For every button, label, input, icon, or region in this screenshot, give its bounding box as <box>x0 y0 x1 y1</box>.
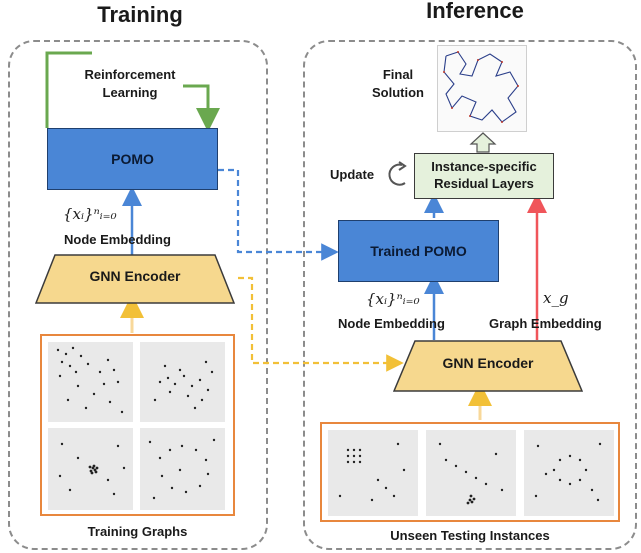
testing-instances-strip <box>320 422 620 522</box>
graph-scatter <box>56 346 124 414</box>
graph-scatter <box>58 442 126 496</box>
trained-pomo-label: Trained POMO <box>370 243 467 259</box>
rl-loop-arrow-head <box>183 84 220 132</box>
instance-scatter <box>534 442 602 502</box>
graph-embedding-math: x_g <box>543 289 569 307</box>
inf-node-embedding-math: {xᵢ}ⁿᵢ₌₀ <box>366 290 420 308</box>
graph-tile <box>140 428 225 510</box>
encoder-transfer-dashed <box>238 276 404 372</box>
instance-tile <box>426 430 516 516</box>
graph-scatter <box>153 360 214 410</box>
inf-encoder-label: GNN Encoder <box>442 355 534 371</box>
trained-pomo-box: Trained POMO <box>338 220 499 282</box>
graph-scatter <box>148 438 216 500</box>
update-cycle-icon <box>388 163 406 186</box>
instance-tile <box>328 430 418 516</box>
final-solution-label: Final Solution <box>372 67 424 100</box>
instance-scatter <box>338 442 406 502</box>
inference-panel <box>303 40 637 550</box>
pomo-transfer-dashed <box>218 168 339 261</box>
graph-tile <box>48 428 133 510</box>
pomo-label: POMO <box>111 151 154 167</box>
solution-up-arrow <box>469 132 497 153</box>
training-title: Training <box>97 2 183 27</box>
graph-tile <box>140 342 225 422</box>
update-label: Update <box>330 167 375 182</box>
inf-encoder-shape <box>393 340 583 392</box>
rl-label: Reinforcement Learning <box>84 67 176 100</box>
graph-tile <box>48 342 133 422</box>
train-node-embedding-label: Node Embedding <box>64 232 171 247</box>
rl-loop-arrow <box>45 51 92 128</box>
instance-tile <box>524 430 614 516</box>
train-node-embedding-math: {xᵢ}ⁿᵢ₌₀ <box>63 205 117 223</box>
residual-layers-label: Instance-specific Residual Layers <box>431 159 537 191</box>
pomo-box: POMO <box>47 128 218 190</box>
training-panel <box>8 40 268 550</box>
training-graphs-label: Training Graphs <box>87 524 188 539</box>
testing-instances-label: Unseen Testing Instances <box>390 528 550 543</box>
instance-scatter <box>438 442 504 505</box>
training-graphs-grid <box>40 334 235 516</box>
inf-node-embedding-label: Node Embedding <box>338 316 445 331</box>
final-solution-image <box>437 45 527 132</box>
train-encoder-shape <box>35 254 235 304</box>
residual-layers-box: Instance-specific Residual Layers <box>414 153 554 199</box>
graph-embedding-label: Graph Embedding <box>489 316 602 331</box>
inference-title: Inference <box>426 0 524 23</box>
tour-route <box>443 51 519 123</box>
train-encoder-label: GNN Encoder <box>89 268 181 284</box>
